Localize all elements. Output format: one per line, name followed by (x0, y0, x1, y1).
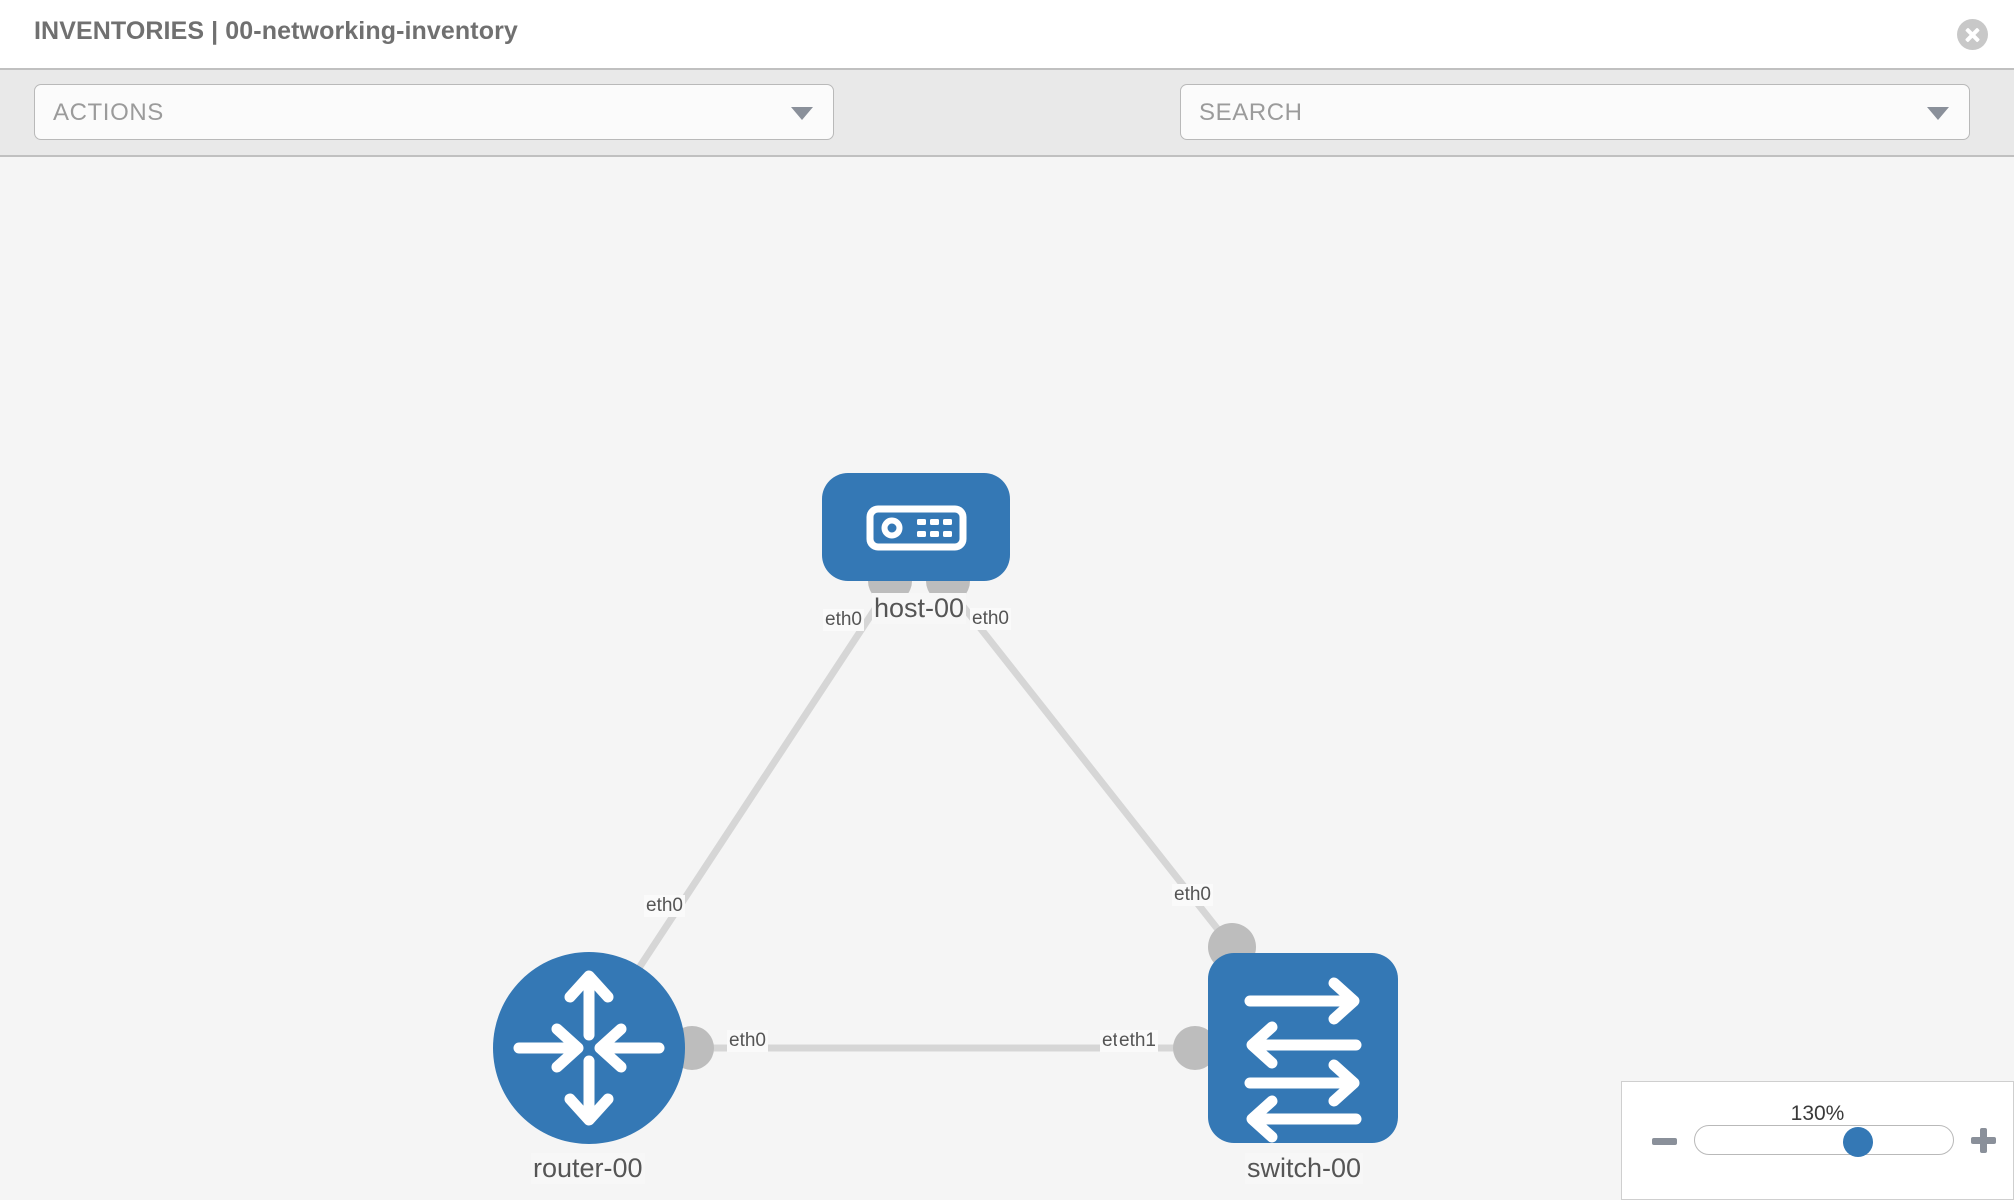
iface-label-host00-eth0-right: eth0 (970, 608, 1011, 630)
server-icon (866, 505, 967, 551)
actions-dropdown[interactable]: ACTIONS (34, 84, 834, 140)
search-input[interactable] (1197, 85, 1901, 141)
zoom-percent-label: 130% (1790, 1102, 1845, 1125)
topology-graph (493, 473, 1398, 1144)
plus-stroke-vertical (1980, 1128, 1987, 1153)
toolbar: ACTIONS (0, 68, 2014, 203)
zoom-slider-thumb[interactable] (1843, 1127, 1873, 1157)
connector-switch00-left[interactable] (1173, 1026, 1217, 1070)
iface-label-switch00-eth0-up: eth0 (1172, 884, 1213, 906)
topology-canvas[interactable]: host-00 router-00 switch-00 eth0 eth0 et… (0, 157, 2014, 1200)
connector-layer (670, 559, 1256, 1070)
node-label-host-00: host-00 (872, 593, 967, 624)
iface-label-switch00-eth1-left: eth1 (1117, 1030, 1158, 1052)
minus-icon[interactable] (1652, 1138, 1677, 1145)
router-arrows-icon (513, 970, 665, 1126)
page-header: INVENTORIES | 00-networking-inventory (0, 0, 2014, 68)
plus-icon[interactable] (1971, 1128, 1996, 1153)
node-label-switch-00: switch-00 (1245, 1153, 1364, 1184)
chevron-down-icon (791, 107, 813, 120)
node-router-00[interactable] (493, 952, 685, 1144)
zoom-slider[interactable] (1694, 1125, 1954, 1155)
iface-label-router00-eth0-right: eth0 (727, 1030, 768, 1052)
node-host-00[interactable] (822, 473, 1010, 581)
switch-arrows-icon (1244, 977, 1362, 1143)
link-host00-router00[interactable] (607, 575, 899, 1014)
node-switch-00[interactable] (1208, 953, 1398, 1143)
iface-label-host00-eth0-left: eth0 (823, 609, 864, 631)
search-field[interactable] (1180, 84, 1970, 141)
zoom-control-panel: 130% (1621, 1081, 2014, 1200)
actions-dropdown-label: ACTIONS (53, 99, 164, 126)
page-title: INVENTORIES | 00-networking-inventory (34, 17, 518, 45)
link-layer (607, 574, 1286, 1052)
chevron-down-icon[interactable] (1927, 107, 1949, 120)
close-icon[interactable] (1957, 19, 1988, 50)
iface-label-router00-eth0-up: eth0 (644, 895, 685, 917)
node-label-router-00: router-00 (531, 1153, 645, 1184)
